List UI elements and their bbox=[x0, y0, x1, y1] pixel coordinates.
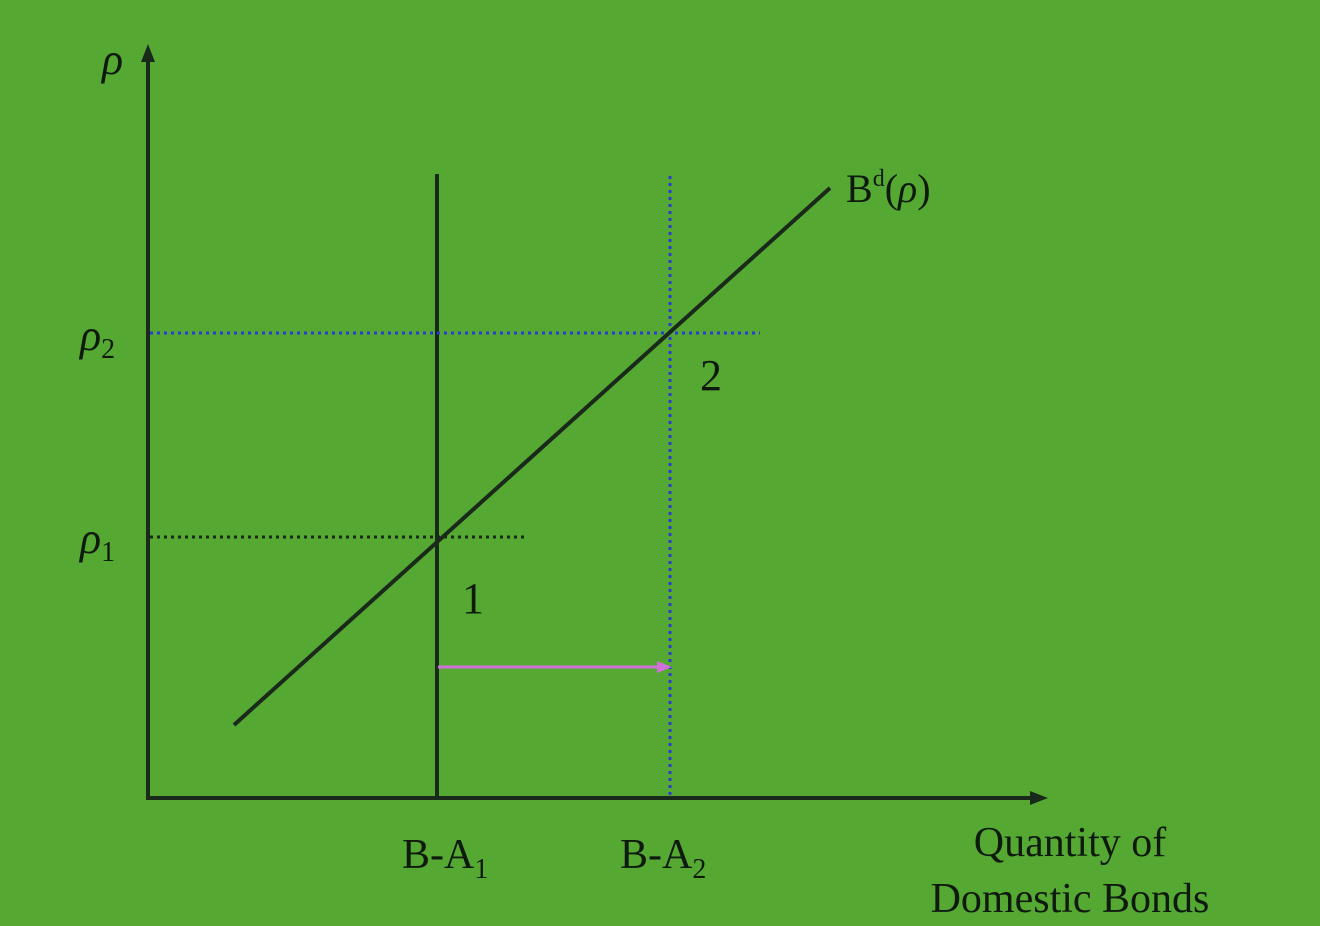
rho1-label: ρ1 bbox=[78, 514, 115, 568]
demand-curve-label: Bd(ρ) bbox=[846, 166, 931, 211]
supply-1-label: B-A1 bbox=[402, 832, 488, 885]
x-axis-title-line1: Quantity of bbox=[974, 820, 1166, 866]
x-axis-title-line2: Domestic Bonds bbox=[931, 876, 1210, 922]
rho2-label: ρ2 bbox=[78, 311, 115, 365]
point-1-label: 1 bbox=[462, 574, 484, 623]
supply-2-label: B-A2 bbox=[620, 832, 706, 885]
shift-arrow-head bbox=[657, 661, 672, 673]
demand-curve bbox=[232, 186, 832, 727]
point-2-label: 2 bbox=[700, 351, 722, 400]
y-axis-arrowhead bbox=[141, 44, 155, 62]
x-axis-arrowhead bbox=[1030, 791, 1048, 805]
y-axis-label: ρ bbox=[100, 35, 123, 84]
